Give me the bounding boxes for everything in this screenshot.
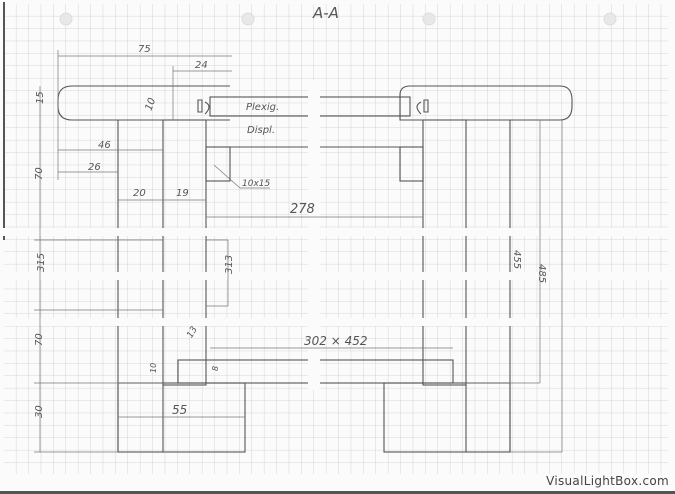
dim-55: 55 [172, 403, 187, 417]
foot-right [383, 382, 511, 453]
dim-315: 315 [36, 253, 47, 272]
post-left [162, 119, 207, 386]
bottom-rule [0, 491, 675, 494]
watermark: VisualLightBox.com [546, 474, 669, 488]
dimension-lines [34, 50, 563, 453]
dim-485: 485 [536, 264, 547, 283]
plexi-label: Plexig. [246, 102, 279, 113]
dim-70-upper: 70 [34, 167, 45, 180]
clip-left [197, 99, 210, 115]
dim-15: 15 [35, 91, 46, 104]
dim-455: 455 [511, 250, 522, 269]
dim-8: 8 [211, 366, 220, 371]
display-label: Displ. [247, 125, 275, 136]
dim-46: 46 [98, 140, 111, 151]
dim-75: 75 [138, 44, 151, 55]
clip-right [416, 99, 429, 115]
dim-19: 19 [176, 188, 189, 199]
foot-left [117, 382, 246, 453]
profile-label: 10x15 [242, 179, 271, 189]
graph-paper-grid [4, 4, 668, 474]
dim-20: 20 [133, 188, 146, 199]
punch-holes [59, 12, 617, 26]
post-right [422, 119, 467, 386]
dim-10-shelf: 10 [149, 363, 158, 373]
dim-313: 313 [224, 255, 235, 274]
dim-26: 26 [88, 162, 101, 173]
inner-width-label: 278 [290, 202, 315, 217]
dim-10-top: 10 [144, 97, 159, 113]
top-board-right [399, 85, 573, 121]
dim-30: 30 [34, 405, 45, 418]
section-title: A-A [312, 4, 339, 22]
dim-70-lower: 70 [34, 333, 45, 346]
dim-24: 24 [195, 60, 208, 71]
shelf-size-label: 302 × 452 [304, 334, 368, 348]
